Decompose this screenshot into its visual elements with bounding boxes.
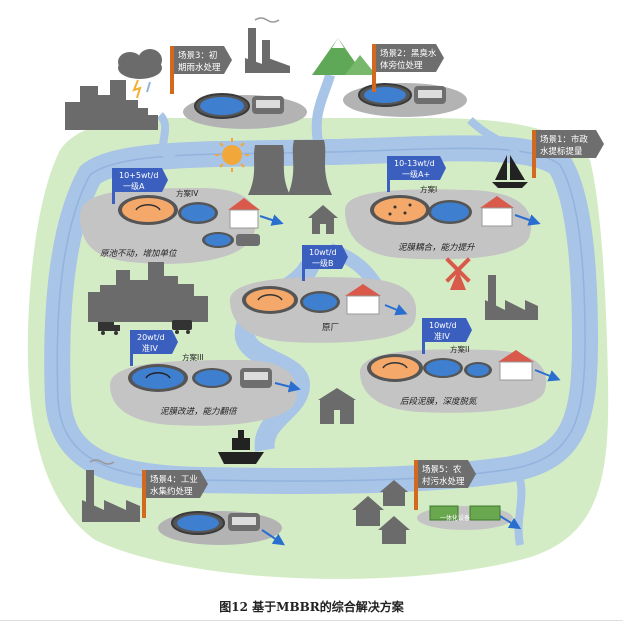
caption-divider [0,620,623,621]
svg-text:20wt/d: 20wt/d [137,333,165,342]
scheme-iii-title: 方案III [182,352,204,362]
sun-icon [215,138,249,172]
svg-text:准IV: 准IV [142,343,158,353]
treatment-unit-scenario2 [343,83,467,117]
scenario-2-tag: 场景2：黑臭水 体旁位处理 [372,44,444,92]
stream-mountain [311,73,335,152]
factory-icon-bottom [82,459,140,522]
svg-text:场景1：市政: 场景1：市政 [540,134,588,145]
cooling-tower-icon [248,140,332,195]
scheme-ii-flag: 10wt/d 准IV [422,318,472,354]
factory-icon [245,17,290,73]
integrated-equipment [417,505,522,530]
scenario-4-tag: 场景4：工业 水集约处理 [142,470,208,518]
svg-text:一级A+: 一级A+ [402,169,430,179]
treatment-unit-scenario3 [183,93,307,129]
scheme-iii-slogan: 泥膜改进，能力翻倍 [160,406,238,417]
svg-text:场景3：初: 场景3：初 [178,50,217,61]
diagram-canvas: 场景3：初 期雨水处理 场景2：黑臭水 体旁位处理 场景1：市政 水提标提量 场… [27,17,609,579]
mountain-icon [312,38,376,75]
scheme-iv-title: 方案IV [176,188,199,198]
original-plant-flag: 10wt/d 一级B [302,245,348,281]
scheme-iii-unit [110,360,301,426]
rain-cloud-icon [118,49,162,99]
svg-text:一级B: 一级B [312,258,334,268]
stream-left [156,112,177,164]
stream-right [467,117,522,154]
school-icon [318,388,356,424]
sailboat-icon [492,155,528,188]
original-plant-title: 原厂 [322,323,339,333]
scheme-i-title: 方案I [420,184,437,194]
bus-icon [172,320,192,334]
factory-icon-right [485,275,538,320]
svg-text:10+5wt/d: 10+5wt/d [119,171,158,180]
svg-text:水提标提量: 水提标提量 [540,146,583,157]
windmill-icon [445,257,471,290]
scheme-i-unit [345,189,541,260]
scenario-5-tag: 场景5：农 村污水处理 [414,460,476,510]
scheme-i-slogan: 泥膜耦合，能力提升 [398,242,476,253]
original-plant-unit [230,277,417,343]
svg-text:场景4：工业: 场景4：工业 [150,474,198,485]
svg-text:一级A: 一级A [123,181,145,191]
scheme-ii-slogan: 后段泥膜，深度脱氮 [400,396,478,407]
stream-bottom-right [514,479,526,546]
svg-text:水集约处理: 水集约处理 [150,486,193,497]
scenario-1-tag: 场景1：市政 水提标提量 [532,130,604,178]
scheme-iv-slogan: 原池不动，增加单位 [100,248,178,259]
truck-icon [98,322,120,335]
svg-text:10-13wt/d: 10-13wt/d [394,159,435,168]
scheme-ii-title: 方案II [450,344,469,354]
village-icon [352,480,410,544]
svg-text:期雨水处理: 期雨水处理 [178,62,221,73]
house-icon [308,205,338,234]
svg-text:10wt/d: 10wt/d [429,321,457,330]
svg-text:体旁位处理: 体旁位处理 [380,60,423,71]
integrated-equipment-label: 一体化设备 [440,514,470,522]
city-skyline-icon [65,80,158,130]
scheme-iv-unit [80,188,284,264]
scenario-3-tag: 场景3：初 期雨水处理 [170,46,232,94]
scheme-i-flag: 10-13wt/d 一级A+ [387,156,446,192]
scheme-iii-flag: 20wt/d 准IV [130,330,178,366]
svg-text:场景2：黑臭水: 场景2：黑臭水 [380,48,437,59]
scheme-ii-unit [360,349,561,413]
svg-text:准IV: 准IV [434,331,450,341]
scheme-iv-flag: 10+5wt/d 一级A [112,168,168,204]
svg-text:10wt/d: 10wt/d [309,248,337,257]
city-skyline-icon-left [88,262,208,322]
treatment-unit-scenario4 [158,511,285,546]
svg-text:场景5：农: 场景5：农 [422,464,462,475]
ship-icon [218,430,264,464]
figure-caption: 图12 基于MBBR的综合解决方案 [219,600,404,614]
svg-text:村污水处理: 村污水处理 [422,476,465,487]
